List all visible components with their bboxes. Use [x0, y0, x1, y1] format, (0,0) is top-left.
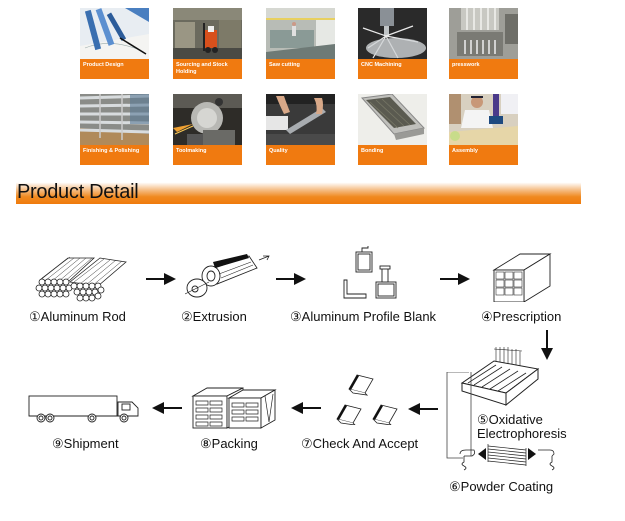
- step-text: Powder Coating: [460, 479, 554, 494]
- step-number: ⑤: [477, 412, 489, 427]
- tile-assembly[interactable]: Assembly: [449, 94, 518, 165]
- tile-cnc-machining[interactable]: CNC Machining: [358, 8, 427, 79]
- step-number: ④: [481, 309, 493, 324]
- step-text: Check And Accept: [312, 436, 419, 451]
- profiles-photo-icon: [80, 94, 149, 145]
- step-label-check-accept: ⑦Check And Accept: [301, 436, 418, 451]
- step-number: ③: [290, 309, 302, 324]
- section-title: Product Detail: [17, 181, 139, 203]
- step-number: ⑧: [200, 436, 212, 451]
- step-number: ⑦: [301, 436, 313, 451]
- step-text: Aluminum Rod: [40, 309, 126, 324]
- tile-sourcing[interactable]: Sourcing and Stock Holding: [173, 8, 242, 79]
- forklift-photo-icon: [173, 8, 242, 59]
- cnc-photo-icon: [358, 8, 427, 59]
- step-label-shipment: ⑨Shipment: [52, 436, 119, 451]
- heatsink-photo-icon: [358, 94, 427, 145]
- prescription-icon: [490, 252, 556, 302]
- arrow-right-icon: [146, 273, 176, 285]
- section-banner: Product Detail: [16, 180, 581, 204]
- tile-label: Product Design: [80, 59, 149, 79]
- truck-icon: [28, 394, 142, 424]
- electrophoresis-tank-icon: [460, 343, 542, 409]
- step-label-electrophoresis: Electrophoresis: [477, 426, 567, 441]
- extrusion-icon: [185, 252, 275, 302]
- tile-saw-cutting[interactable]: Saw cutting: [266, 8, 335, 79]
- tile-label: Saw cutting: [266, 59, 335, 79]
- tile-presswork[interactable]: presswork: [449, 8, 518, 79]
- arrow-right-icon: [440, 273, 470, 285]
- step-label-extrusion: ②Extrusion: [181, 309, 247, 324]
- step-label-powder-coating: ⑥Powder Coating: [449, 479, 553, 494]
- step-number: ⑨: [52, 436, 64, 451]
- tile-label: Sourcing and Stock Holding: [173, 59, 242, 79]
- tile-bonding[interactable]: Bonding: [358, 94, 427, 165]
- profile-blank-icon: [342, 246, 402, 302]
- step-text: Packing: [211, 436, 258, 451]
- step-number: ①: [29, 309, 41, 324]
- inspection-photo-icon: [266, 94, 335, 145]
- tile-quality[interactable]: Quality: [266, 94, 335, 165]
- step-label-oxidative: ⑤Oxidative: [477, 412, 543, 427]
- arrow-left-icon: [291, 402, 321, 414]
- connector-bracket: [445, 372, 475, 464]
- arrow-left-icon: [152, 402, 182, 414]
- step-number: ②: [181, 309, 193, 324]
- step-text: Shipment: [63, 436, 119, 451]
- arrow-left-icon: [408, 403, 438, 415]
- aluminum-rod-icon: [34, 252, 134, 302]
- step-text: Extrusion: [192, 309, 247, 324]
- saw-line-photo-icon: [266, 8, 335, 59]
- step-text: Prescription: [492, 309, 562, 324]
- tile-label: Assembly: [449, 145, 518, 165]
- step-label-prescription: ④Prescription: [481, 309, 561, 324]
- arrow-down-icon: [541, 330, 553, 360]
- arrow-right-icon: [276, 273, 306, 285]
- blueprint-photo-icon: [80, 8, 149, 59]
- tile-label: Finishing & Polishing: [80, 145, 149, 165]
- step-number: ⑥: [449, 479, 461, 494]
- step-label-packing: ⑧Packing: [200, 436, 258, 451]
- packing-icon: [191, 386, 279, 430]
- tile-label: Bonding: [358, 145, 427, 165]
- step-text: Aluminum Profile Blank: [301, 309, 437, 324]
- tile-label: presswork: [449, 59, 518, 79]
- tile-label: Quality: [266, 145, 335, 165]
- worker-photo-icon: [449, 94, 518, 145]
- step-text: Oxidative: [488, 412, 543, 427]
- tile-product-design[interactable]: Product Design: [80, 8, 149, 79]
- tile-label: Toolmaking: [173, 145, 242, 165]
- step-label-profile-blank: ③Aluminum Profile Blank: [290, 309, 436, 324]
- grinder-photo-icon: [173, 94, 242, 145]
- press-photo-icon: [449, 8, 518, 59]
- tile-finishing-polishing[interactable]: Finishing & Polishing: [80, 94, 149, 165]
- step-label-aluminum-rod: ①Aluminum Rod: [29, 309, 126, 324]
- tile-label: CNC Machining: [358, 59, 427, 79]
- tile-toolmaking[interactable]: Toolmaking: [173, 94, 242, 165]
- powder-coating-icon: [456, 440, 562, 472]
- check-accept-icon: [333, 373, 411, 425]
